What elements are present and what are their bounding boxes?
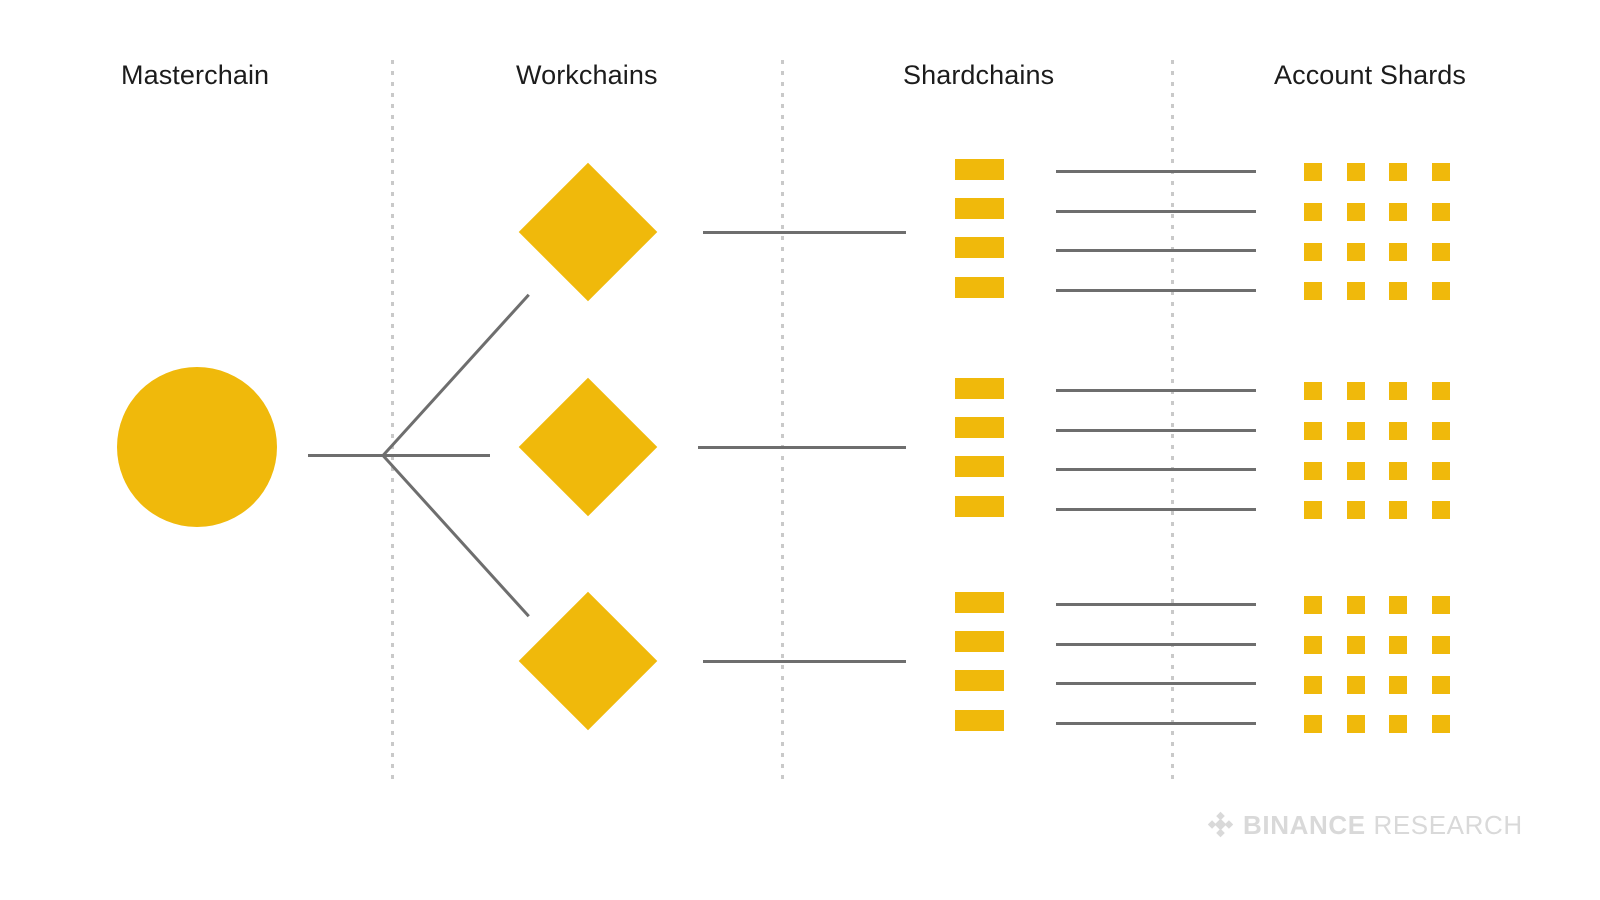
- column-title-workchains: Workchains: [516, 60, 658, 90]
- column-divider-1: [391, 60, 394, 780]
- shardchain-rule: [1056, 603, 1256, 606]
- account-shard-cell: [1432, 422, 1450, 440]
- watermark-suffix: RESEARCH: [1373, 809, 1523, 840]
- workchain-node-2: [518, 377, 658, 517]
- column-divider-2: [781, 60, 784, 780]
- account-shard-cell: [1347, 382, 1365, 400]
- account-shard-cell: [1432, 163, 1450, 181]
- shardchain-bar: [955, 631, 1004, 652]
- account-shard-cell: [1304, 382, 1322, 400]
- account-shard-cell: [1389, 243, 1407, 261]
- shardchain-rule: [1056, 468, 1256, 471]
- account-shard-cell: [1432, 382, 1450, 400]
- shardchain-bar: [955, 670, 1004, 691]
- shardchain-rule: [1056, 722, 1256, 725]
- account-shard-cell: [1347, 163, 1365, 181]
- shardchain-bar: [955, 417, 1004, 438]
- shardchain-rule: [1056, 249, 1256, 252]
- account-shard-cell: [1347, 636, 1365, 654]
- account-shard-cell: [1347, 243, 1365, 261]
- account-shard-cell: [1347, 596, 1365, 614]
- account-shard-cell: [1432, 462, 1450, 480]
- account-shard-cell: [1389, 636, 1407, 654]
- watermark: BINANCE RESEARCH: [1207, 811, 1523, 838]
- shardchain-rule: [1056, 170, 1256, 173]
- account-shard-cell: [1389, 501, 1407, 519]
- account-shard-cell: [1432, 243, 1450, 261]
- account-shard-cell: [1304, 501, 1322, 519]
- shardchain-bar: [955, 592, 1004, 613]
- account-shard-cell: [1432, 596, 1450, 614]
- shardchain-bar: [955, 496, 1004, 517]
- account-shard-cell: [1389, 462, 1407, 480]
- account-shard-cell: [1304, 243, 1322, 261]
- account-shard-cell: [1304, 282, 1322, 300]
- workchain-connector-2: [698, 446, 906, 449]
- account-shard-cell: [1432, 203, 1450, 221]
- branch-diagonal-down: [381, 454, 530, 618]
- account-shard-cell: [1389, 163, 1407, 181]
- shardchain-bar: [955, 198, 1004, 219]
- account-shard-cell: [1347, 422, 1365, 440]
- shardchain-rule: [1056, 429, 1256, 432]
- shardchain-rule: [1056, 289, 1256, 292]
- account-shard-cell: [1304, 636, 1322, 654]
- account-shard-cell: [1389, 676, 1407, 694]
- account-shard-cell: [1432, 501, 1450, 519]
- branch-diagonal-up: [381, 293, 530, 457]
- account-shard-cell: [1347, 715, 1365, 733]
- masterchain-node: [117, 367, 277, 527]
- column-divider-3: [1171, 60, 1174, 780]
- account-shard-cell: [1304, 715, 1322, 733]
- binance-logo-icon: [1207, 811, 1234, 838]
- account-shard-cell: [1304, 203, 1322, 221]
- workchain-node-3: [518, 591, 658, 731]
- account-shard-cell: [1389, 203, 1407, 221]
- account-shard-cell: [1347, 203, 1365, 221]
- shardchain-rule: [1056, 643, 1256, 646]
- column-title-masterchain: Masterchain: [121, 60, 270, 90]
- account-shard-cell: [1304, 163, 1322, 181]
- shardchain-rule: [1056, 508, 1256, 511]
- account-shard-cell: [1432, 676, 1450, 694]
- shardchain-bar: [955, 710, 1004, 731]
- shardchain-rule: [1056, 682, 1256, 685]
- account-shard-cell: [1432, 636, 1450, 654]
- account-shard-cell: [1347, 676, 1365, 694]
- watermark-brand: BINANCE: [1243, 809, 1366, 840]
- branch-stub-horizontal: [308, 454, 490, 457]
- shardchain-bar: [955, 237, 1004, 258]
- shardchain-bar: [955, 456, 1004, 477]
- account-shard-cell: [1432, 715, 1450, 733]
- shardchain-bar: [955, 159, 1004, 180]
- shardchain-rule: [1056, 210, 1256, 213]
- shardchain-bar: [955, 277, 1004, 298]
- account-shard-cell: [1347, 501, 1365, 519]
- shardchain-rule: [1056, 389, 1256, 392]
- workchain-node-1: [518, 162, 658, 302]
- column-title-account-shards: Account Shards: [1274, 60, 1467, 90]
- account-shard-cell: [1432, 282, 1450, 300]
- account-shard-cell: [1304, 676, 1322, 694]
- account-shard-cell: [1389, 596, 1407, 614]
- account-shard-cell: [1389, 715, 1407, 733]
- account-shard-cell: [1347, 282, 1365, 300]
- shardchain-bar: [955, 378, 1004, 399]
- column-title-shardchains: Shardchains: [903, 60, 1055, 90]
- account-shard-cell: [1304, 462, 1322, 480]
- account-shard-cell: [1304, 422, 1322, 440]
- account-shard-cell: [1304, 596, 1322, 614]
- workchain-connector-1: [703, 231, 906, 234]
- account-shard-cell: [1389, 382, 1407, 400]
- workchain-connector-3: [703, 660, 906, 663]
- account-shard-cell: [1347, 462, 1365, 480]
- account-shard-cell: [1389, 422, 1407, 440]
- account-shard-cell: [1389, 282, 1407, 300]
